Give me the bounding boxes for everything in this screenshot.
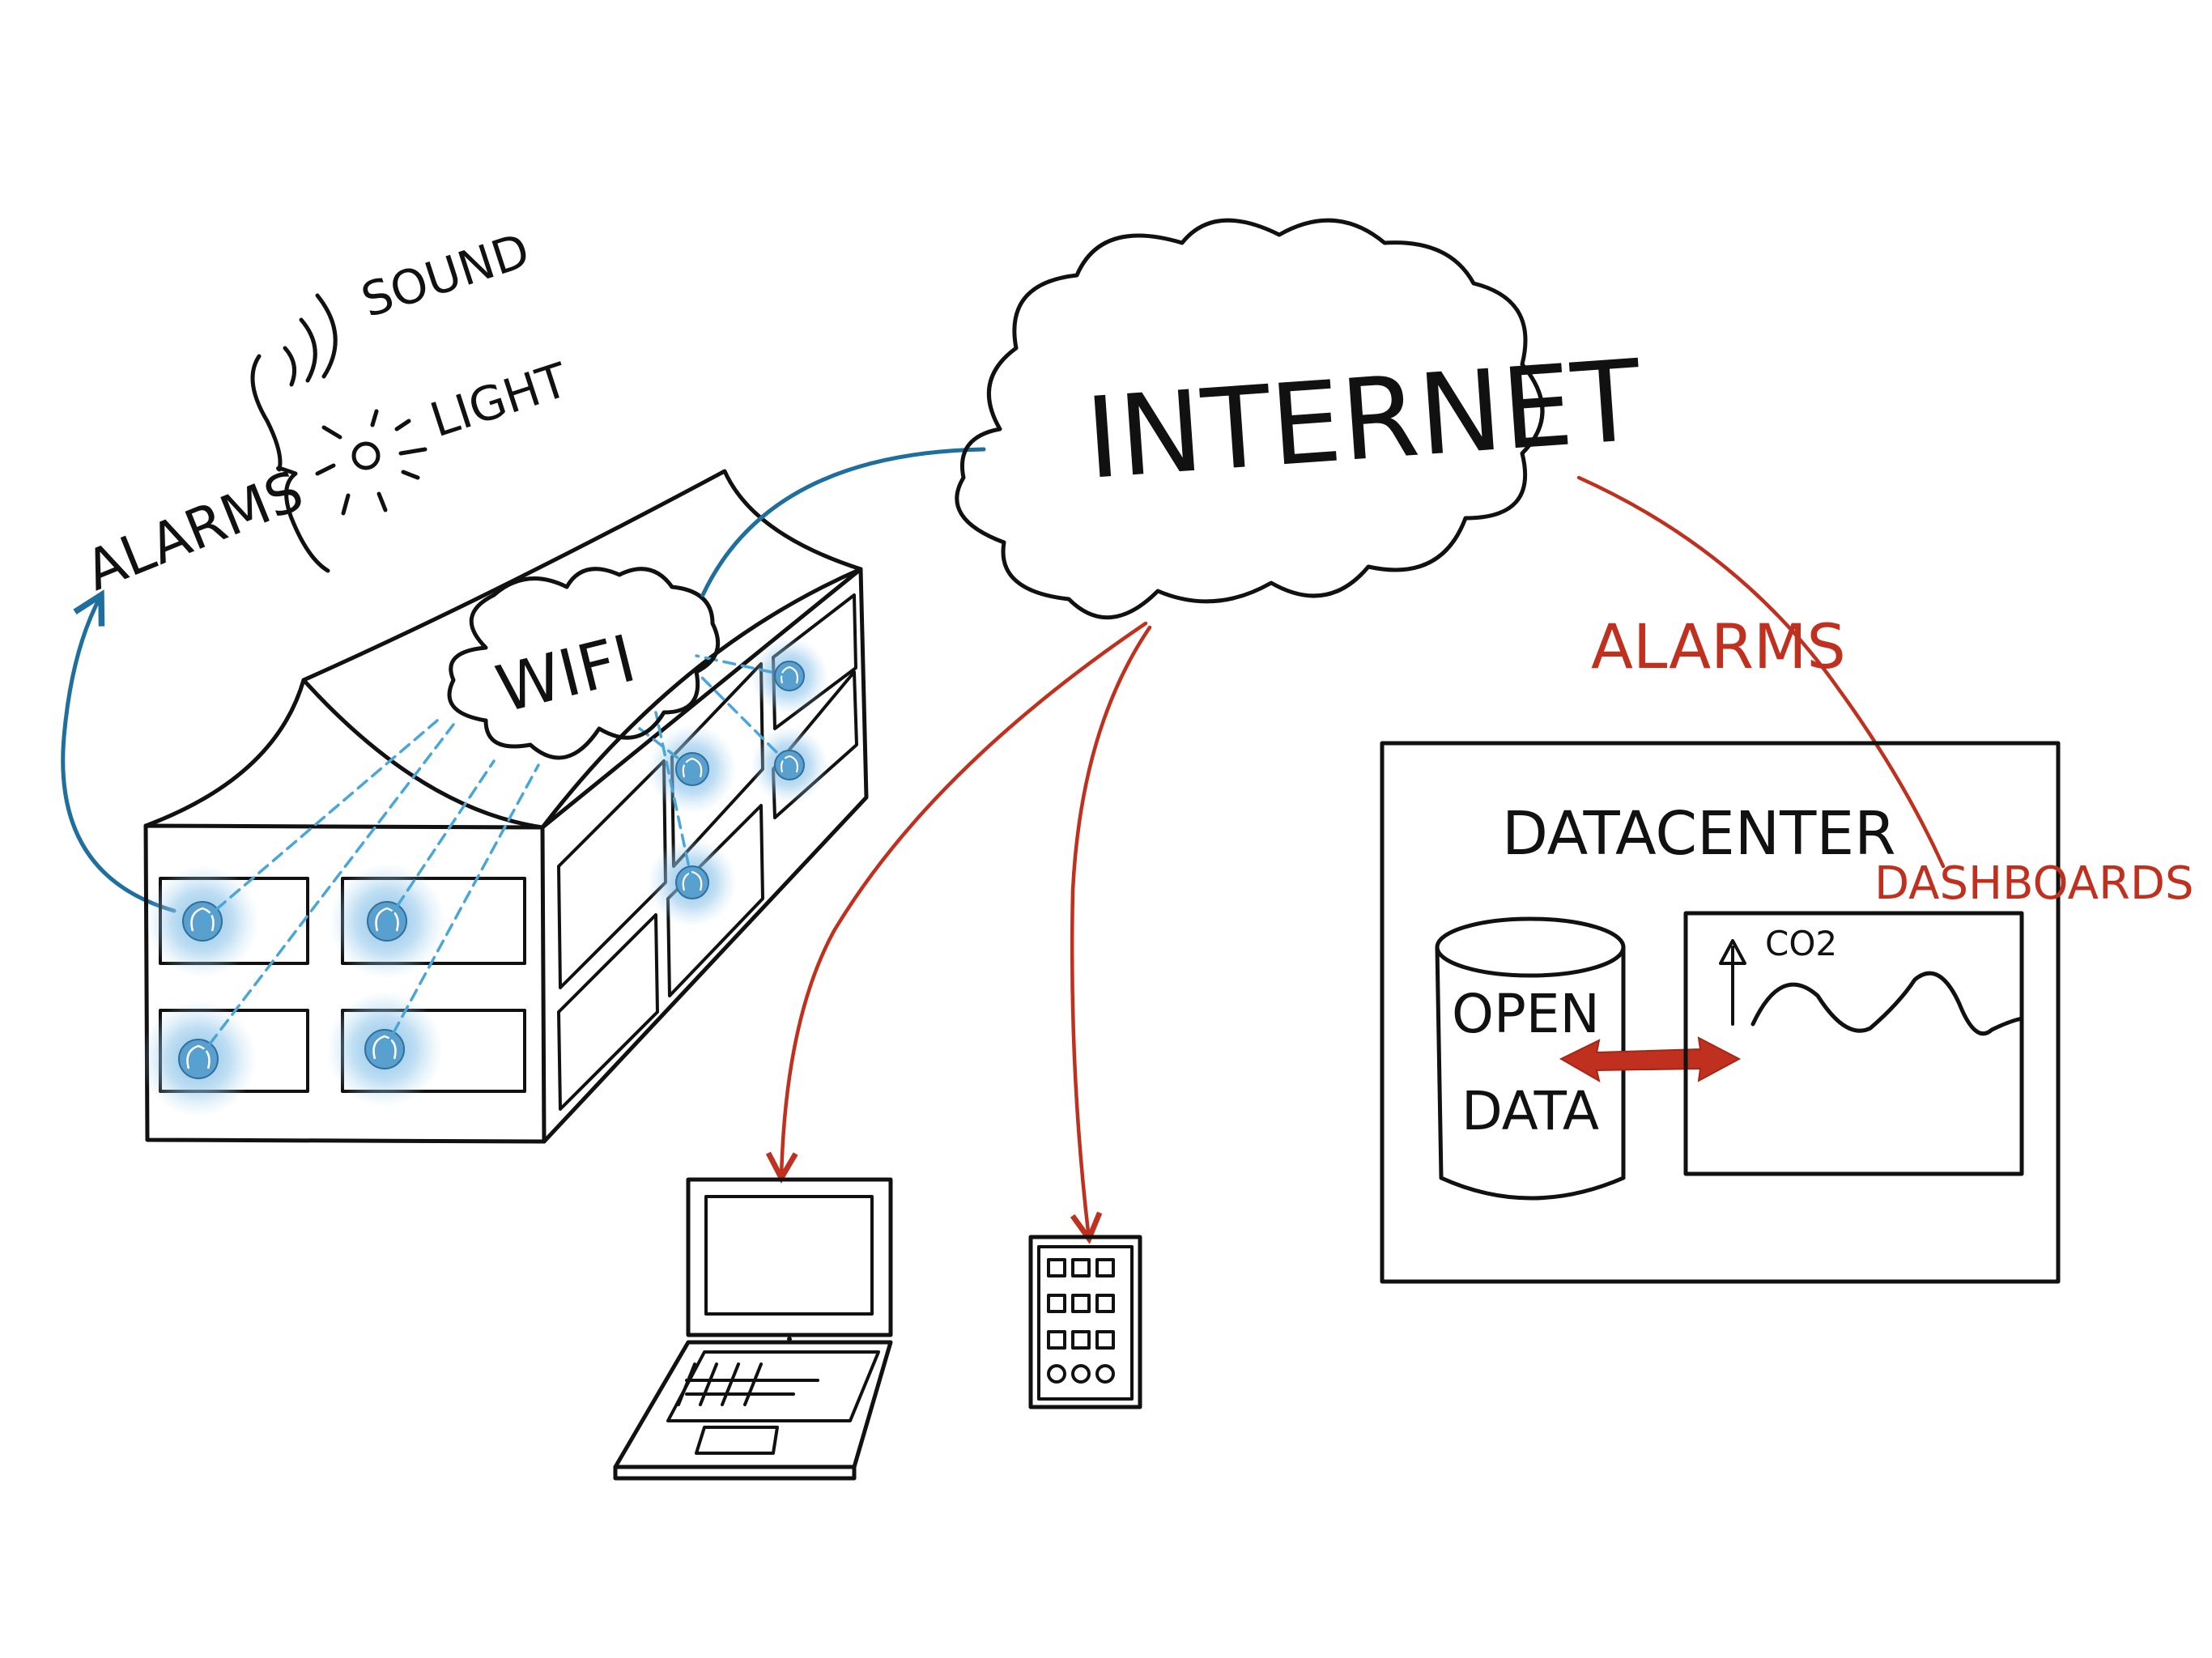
alarms-left-label: ALARMS xyxy=(77,459,313,604)
sound-label: SOUND xyxy=(355,223,536,328)
phone-icon xyxy=(1028,1235,1142,1409)
open-label: OPEN xyxy=(1452,983,1600,1045)
local-alarms-group: ALARMS SOUND LIGHT xyxy=(77,223,575,604)
alarms-red-label: ALARMS xyxy=(1591,610,1846,682)
internet-cloud: INTERNET xyxy=(955,218,1645,620)
datacenter-box: DATACENTER DASHBOARDS OPEN DATA CO2 xyxy=(1380,741,2194,1284)
laptop-icon xyxy=(613,1177,893,1481)
internet-to-datacenter-arrow xyxy=(1576,475,1946,869)
building xyxy=(143,469,869,1144)
wifi-to-internet-line xyxy=(700,447,986,597)
datacenter-label: DATACENTER xyxy=(1502,799,1896,869)
internet-to-laptop-arrow xyxy=(781,621,1148,1178)
co2-label: CO2 xyxy=(1765,924,1837,963)
database-cylinder-icon: OPEN DATA xyxy=(1435,916,1626,1201)
internet-label: INTERNET xyxy=(1082,335,1645,504)
sensor-to-alarms-arrow xyxy=(61,595,177,913)
light-label: LIGHT xyxy=(423,352,574,448)
internet-to-phone-arrow xyxy=(1072,625,1152,1239)
sound-waves-icon xyxy=(283,293,338,387)
co2-line-chart-icon: CO2 xyxy=(1683,911,2024,1176)
sun-light-icon xyxy=(315,409,420,516)
wifi-links xyxy=(197,654,791,1061)
data-exchange-arrow xyxy=(1559,1036,1742,1083)
data-label: DATA xyxy=(1461,1080,1599,1142)
alarms-brace xyxy=(250,354,330,573)
wifi-label: WIFI xyxy=(489,621,643,728)
dashboards-label: DASHBOARDS xyxy=(1874,857,2194,910)
